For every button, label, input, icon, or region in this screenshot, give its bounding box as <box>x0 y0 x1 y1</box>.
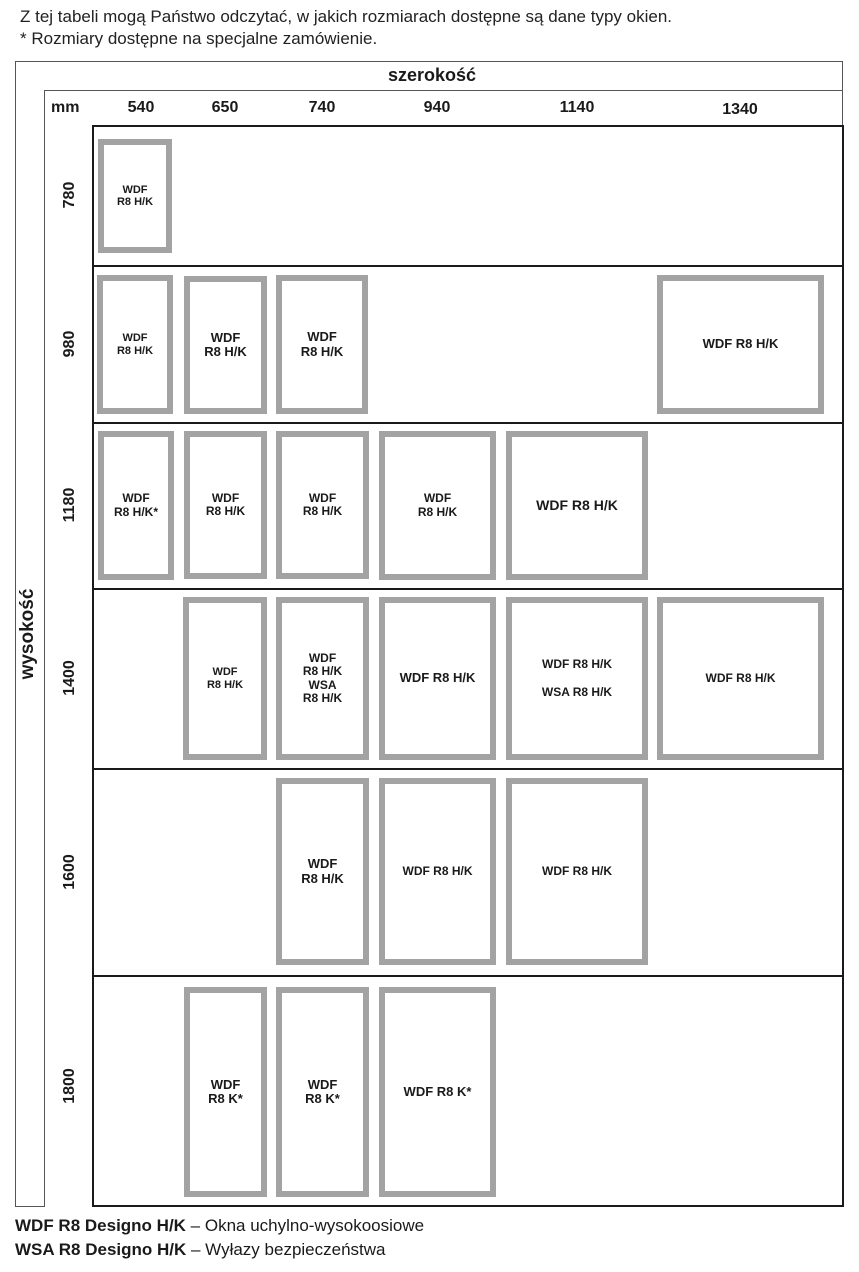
col-label-1340: 1340 <box>722 101 758 118</box>
frame-line <box>15 1206 45 1207</box>
legend-name: WSA R8 Designo H/K <box>15 1240 187 1259</box>
window-line: WDF R8 H/K <box>536 496 618 513</box>
size-grid <box>92 125 844 1207</box>
footnote-text: * Rozmiary dostępne na specjalne zamówie… <box>20 29 378 48</box>
legend-desc: – Wyłazy bezpieczeństwa <box>186 1240 386 1259</box>
window-line: WSA R8 H/K <box>541 684 613 699</box>
window-1800x740: WDF R8 K* <box>276 987 369 1197</box>
window-line: WDF <box>423 491 452 506</box>
window-line: R8 H/K <box>417 504 458 519</box>
window-line: R8 K* <box>305 1091 340 1106</box>
width-header: szerokość <box>388 65 477 85</box>
window-line: R8 H/K <box>302 504 343 518</box>
window-line: WDF <box>210 329 241 345</box>
window-line: R8 H/K* <box>113 504 158 519</box>
window-1600x1140: WDF R8 H/K <box>506 778 648 965</box>
window-line: R8 H/K <box>116 344 154 357</box>
window-1600x940: WDF R8 H/K <box>379 778 496 965</box>
window-1180x1140: WDF R8 H/K <box>506 431 648 580</box>
window-980x650: WDF R8 H/K <box>184 276 267 414</box>
unit-label: mm <box>51 99 80 116</box>
window-1180x650: WDF R8 H/K <box>184 431 267 579</box>
window-1400x740: WDF R8 H/K WSA R8 H/K <box>276 597 369 760</box>
window-line: WSA <box>308 677 337 692</box>
window-line: WDF R8 H/K <box>399 670 476 686</box>
window-line: R8 H/K <box>300 343 344 359</box>
col-label-940: 940 <box>423 99 451 116</box>
window-line: WDF R8 H/K <box>705 670 776 685</box>
row-label-1180: 1180 <box>61 487 78 523</box>
row-label-1600: 1600 <box>61 854 78 890</box>
window-980x540: WDF R8 H/K <box>97 275 173 414</box>
window-line: WDF <box>307 1076 338 1092</box>
window-1400x1340: WDF R8 H/K <box>657 597 824 760</box>
window-line: R8 H/K <box>301 870 344 886</box>
window-line: WDF <box>122 491 150 506</box>
window-line: R8 H/K <box>205 504 246 518</box>
window-line: WDF R8 H/K <box>402 863 473 878</box>
window-line: WDF <box>307 329 337 345</box>
frame-line <box>44 90 45 1206</box>
row-divider <box>92 975 844 977</box>
window-line: WDF <box>210 1076 241 1092</box>
window-1180x740: WDF R8 H/K <box>276 431 369 579</box>
window-1180x940: WDF R8 H/K <box>379 431 496 580</box>
window-line: R8 H/K <box>206 678 244 691</box>
height-header: wysokość <box>17 588 38 680</box>
window-line: WDF R8 K* <box>403 1083 472 1099</box>
row-label-980: 980 <box>61 330 78 358</box>
legend-name: WDF R8 Designo H/K <box>15 1216 186 1235</box>
window-1800x940: WDF R8 K* <box>379 987 496 1197</box>
window-line: R8 K* <box>208 1091 243 1106</box>
window-line: WDF R8 H/K <box>542 863 612 878</box>
row-label-1800: 1800 <box>61 1068 78 1104</box>
window-780x540: WDF R8 H/K <box>98 139 172 253</box>
window-1600x740: WDF R8 H/K <box>276 778 369 965</box>
col-label-740: 740 <box>308 99 336 116</box>
window-980x1340: WDF R8 H/K <box>657 275 824 414</box>
legend-desc: – Okna uchylno-wysokoosiowe <box>185 1216 425 1235</box>
window-1400x1140: WDF R8 H/K WSA R8 H/K <box>506 597 648 760</box>
row-divider <box>92 768 844 770</box>
window-line: R8 H/K <box>302 690 343 705</box>
window-line: R8 H/K <box>204 344 247 359</box>
col-label-540: 540 <box>127 99 155 116</box>
frame-line <box>44 90 843 91</box>
legend-item-wdf: WDF R8 Designo H/K – Okna uchylno-wysoko… <box>15 1216 424 1236</box>
row-divider <box>92 265 844 267</box>
window-1800x650: WDF R8 K* <box>184 987 267 1197</box>
window-line: WDF <box>211 490 240 505</box>
window-line: R8 H/K <box>116 196 154 208</box>
window-line: WDF <box>308 490 337 505</box>
window-1180x540: WDF R8 H/K* <box>98 431 174 580</box>
row-label-780: 780 <box>61 181 78 209</box>
window-1400x650: WDF R8 H/K <box>183 597 267 760</box>
row-divider <box>92 588 844 590</box>
window-980x740: WDF R8 H/K <box>276 275 368 414</box>
row-divider <box>92 422 844 424</box>
window-line: WDF <box>307 856 338 872</box>
window-line: R8 H/K <box>302 664 343 679</box>
window-line: WDF <box>122 183 148 196</box>
window-1400x940: WDF R8 H/K <box>379 597 496 760</box>
intro-text: Z tej tabeli mogą Państwo odczytać, w ja… <box>20 7 673 26</box>
window-line: WDF <box>212 666 238 679</box>
window-line: WDF <box>308 651 337 666</box>
window-line: WDF R8 H/K <box>702 336 779 352</box>
row-label-1400: 1400 <box>61 660 78 696</box>
col-label-1140: 1140 <box>559 99 595 116</box>
col-label-650: 650 <box>211 99 239 116</box>
window-line: WDF R8 H/K <box>542 657 612 672</box>
legend-item-wsa: WSA R8 Designo H/K – Wyłazy bezpieczeńst… <box>15 1240 386 1260</box>
window-line: WDF <box>122 332 148 345</box>
